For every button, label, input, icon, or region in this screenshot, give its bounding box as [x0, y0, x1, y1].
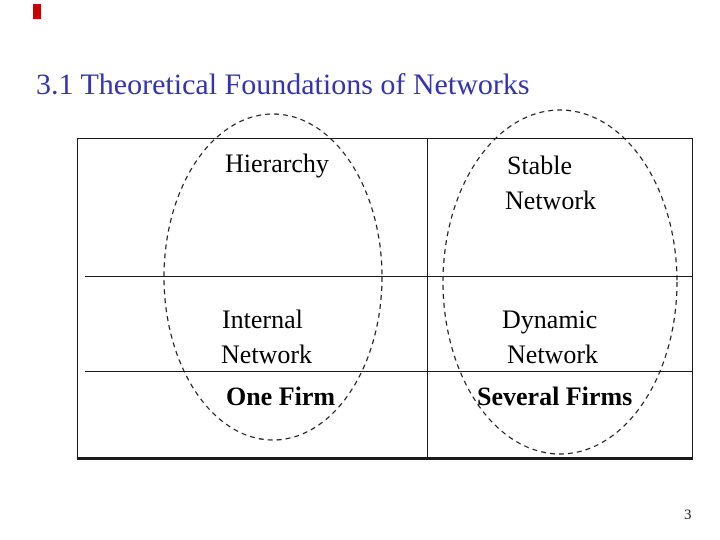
row-divider-line-bottom: [85, 371, 693, 372]
cell-internal-network-label-line1: Internal: [222, 305, 303, 334]
cell-hierarchy-label: Hierarchy: [225, 149, 329, 178]
accent-bar: [33, 4, 41, 19]
matrix-table-border: [77, 138, 693, 460]
row-divider-line-top: [85, 276, 693, 277]
cell-stable-network-label-line2: Network: [505, 186, 596, 215]
page-number: 3: [684, 507, 692, 523]
cell-one-firm-label: One Firm: [226, 382, 336, 411]
column-divider-line: [427, 138, 428, 460]
cell-stable-network-label-line1: Stable: [507, 151, 572, 180]
slide-title: 3.1 Theoretical Foundations of Networks: [36, 68, 530, 101]
cell-internal-network-label-line2: Network: [221, 340, 312, 369]
cell-dynamic-network-label-line1: Dynamic: [502, 305, 598, 334]
cell-dynamic-network-label-line2: Network: [507, 340, 598, 369]
cell-several-firms-label: Several Firms: [477, 382, 633, 411]
